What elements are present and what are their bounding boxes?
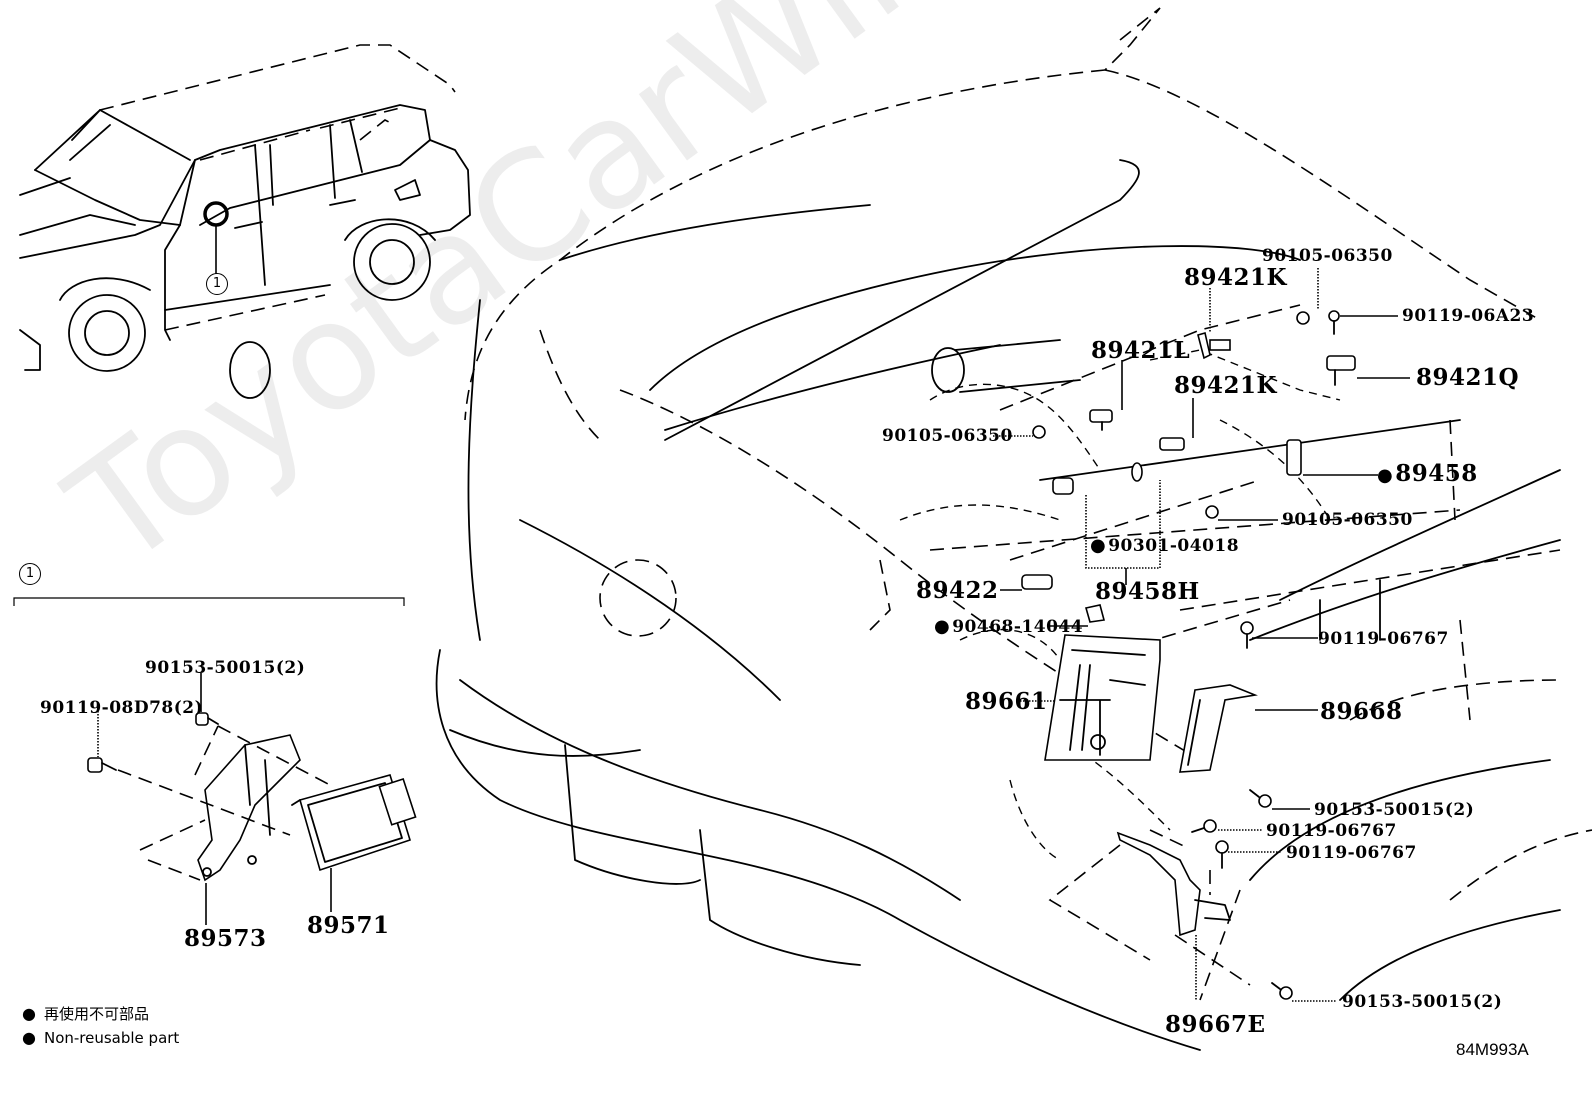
legend-item-en: ● Non-reusable part — [22, 1028, 179, 1047]
part-label-90153-50015-detail[interactable]: 90153-50015(2) — [145, 658, 306, 678]
part-label-90153-50015-upper[interactable]: 90153-50015(2) — [1314, 800, 1475, 820]
part-label-89661[interactable]: 89661 — [965, 688, 1048, 715]
vehicle-illustration — [19, 44, 471, 372]
part-label-89667E[interactable]: 89667E — [1165, 1011, 1266, 1038]
illustration-code: 84M993A — [1456, 1040, 1529, 1059]
part-label-89421K-upper[interactable]: 89421K — [1184, 264, 1288, 291]
part-label-90119-06A23[interactable]: 90119-06A23 — [1402, 306, 1535, 326]
part-label-90119-08D78[interactable]: 90119-08D78(2) — [40, 698, 204, 718]
bolt-icon — [1191, 819, 1217, 833]
part-label-90119-06767-lower[interactable]: 90119-06767 — [1286, 843, 1417, 863]
bolt-icon — [87, 757, 117, 773]
sensor-89421L-icon — [1089, 409, 1113, 431]
sensor-89458H-icon — [1052, 477, 1074, 495]
nut-icon — [1205, 505, 1219, 519]
part-label-90468-14044[interactable]: 90468-14044 — [934, 618, 1083, 636]
detail-group-1 — [13, 597, 417, 925]
part-label-89573[interactable]: 89573 — [184, 925, 267, 952]
bolt-icon — [1215, 840, 1229, 869]
part-label-89571[interactable]: 89571 — [307, 912, 390, 939]
bolt-icon — [1240, 621, 1254, 649]
part-label-90119-06767-mid[interactable]: 90119-06767 — [1266, 821, 1397, 841]
part-label-90105-06350-right[interactable]: 90105-06350 — [1282, 510, 1413, 530]
callout-circle-detail: 1 — [19, 563, 41, 585]
nut-icon — [1032, 425, 1046, 439]
bolt-icon — [1328, 310, 1340, 335]
engine-bay-illustration — [229, 7, 1592, 1051]
part-label-89458[interactable]: 89458 — [1377, 462, 1478, 485]
part-label-90105-06350-top[interactable]: 90105-06350 — [1262, 246, 1393, 266]
part-label-89421L[interactable]: 89421L — [1091, 337, 1191, 364]
bolt-icon — [1271, 982, 1293, 1000]
part-label-90119-06767-upper[interactable]: 90119-06767 — [1318, 629, 1449, 649]
clip-icon — [1084, 604, 1106, 623]
sensor-89421K-upper-icon — [1197, 331, 1231, 360]
sensor-89458-icon — [1286, 439, 1302, 476]
part-label-90153-50015-lower[interactable]: 90153-50015(2) — [1342, 992, 1503, 1012]
sensor-89422-icon — [1021, 574, 1053, 590]
nut-icon — [1296, 311, 1310, 325]
legend-text-jp: 再使用不可部品 — [43, 1005, 149, 1023]
part-label-90301-04018[interactable]: 90301-04018 — [1090, 537, 1239, 555]
part-label-89421Q[interactable]: 89421Q — [1416, 364, 1520, 391]
sensor-89421K-icon — [1159, 437, 1185, 451]
callout-circle-vehicle: 1 — [206, 273, 228, 295]
part-label-89668[interactable]: 89668 — [1320, 698, 1403, 725]
bolt-icon — [1249, 789, 1272, 808]
part-label-90105-06350-left[interactable]: 90105-06350 — [882, 426, 1013, 446]
location-marker-icon — [203, 201, 229, 227]
part-label-89458H[interactable]: 89458H — [1095, 578, 1200, 605]
part-label-89421K-lower[interactable]: 89421K — [1174, 372, 1278, 399]
o-ring-icon — [1131, 462, 1143, 482]
bolt-icon — [195, 712, 219, 726]
legend-text-en: Non-reusable part — [43, 1029, 180, 1047]
part-label-89422[interactable]: 89422 — [916, 577, 999, 604]
legend-item-jp: ● 再使用不可部品 — [22, 1003, 149, 1024]
non-reusable-bullet-icon: ● — [22, 1004, 36, 1023]
non-reusable-bullet-icon: ● — [22, 1028, 36, 1047]
sensor-89421Q-icon — [1326, 355, 1356, 386]
